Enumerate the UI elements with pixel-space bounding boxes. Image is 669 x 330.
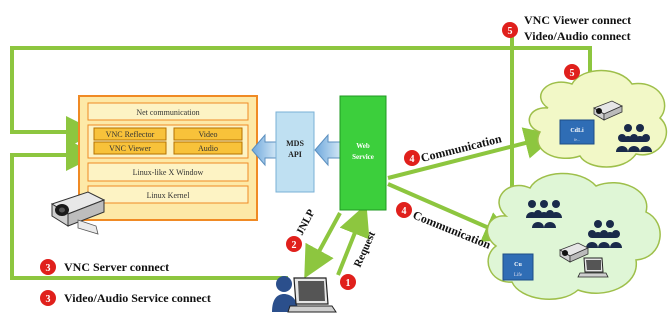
request-arrow — [336, 203, 370, 276]
vnc-viewer-connect-line — [10, 46, 592, 148]
video-audio-service-connect-label: Video/Audio Service connect — [64, 291, 211, 305]
step-badge-5-top: 5 — [502, 22, 518, 38]
bottom-cloud-screen-line2: Life — [514, 273, 523, 278]
video-audio-connect-label: Video/Audio connect — [524, 29, 631, 43]
svg-text:5: 5 — [570, 68, 575, 79]
mds-api-line2: API — [288, 150, 302, 159]
api-to-stack-arrow — [251, 133, 277, 167]
svg-text:3: 3 — [46, 294, 51, 305]
svg-text:4: 4 — [402, 206, 407, 217]
vnc-viewer-label: VNC Viewer — [109, 144, 151, 153]
service-to-api-arrow — [314, 133, 341, 167]
mds-api-line1: MDS — [286, 139, 304, 148]
laptop-user-icon — [272, 276, 337, 313]
vnc-viewer-connect-label: VNC Viewer connect — [524, 13, 631, 27]
projector-icon — [50, 191, 106, 235]
web-service-box: Web Service — [339, 95, 387, 211]
bottom-cloud-projector-icon — [559, 242, 589, 263]
step-badge-4-bottom: 4 — [396, 202, 412, 218]
step-badge-3-video-audio: 3 — [40, 290, 56, 306]
svg-text:2: 2 — [292, 240, 297, 251]
bottom-cloud-laptop-icon — [577, 257, 609, 278]
top-cloud-people-icon — [616, 124, 652, 152]
linux-kernel-label: Linux Kernel — [147, 191, 191, 200]
step-badge-4-top: 4 — [404, 150, 420, 166]
step-badge-1: 1 — [340, 274, 356, 290]
step-badge-5-cloud: 5 — [564, 64, 580, 80]
step-badge-2: 2 — [286, 236, 302, 252]
top-cloud-projector-icon — [593, 100, 623, 121]
jnlp-arrow — [304, 212, 342, 279]
jnlp-label: JNLP — [294, 207, 318, 237]
vnc-reflector-label: VNC Reflector — [106, 130, 155, 139]
step-badge-3-vnc-server: 3 — [40, 259, 56, 275]
server-stack: Net communication VNC Reflector VNC View… — [78, 95, 258, 221]
top-cloud-screen-line2: fe... — [574, 137, 580, 142]
communication-bottom-label: Communication — [411, 208, 493, 252]
net-communication-label: Net communication — [136, 108, 199, 117]
bottom-cloud-screen-line1: Cu — [514, 262, 522, 268]
mds-api-box: MDS API — [275, 111, 315, 193]
vnc-server-connect-line — [10, 139, 288, 280]
video-label: Video — [198, 130, 217, 139]
top-cloud-screen-line1: CdLi — [570, 128, 584, 134]
top-cloud: CdLi fe... — [528, 69, 667, 168]
svg-text:5: 5 — [508, 26, 513, 37]
web-service-line2: Service — [352, 153, 374, 161]
bottom-cloud-people-icon — [526, 200, 622, 248]
communication-bottom-arrow — [387, 182, 517, 242]
vnc-server-connect-label: VNC Server connect — [64, 260, 169, 274]
linux-x-window-label: Linux-like X Window — [133, 168, 204, 177]
svg-text:3: 3 — [46, 263, 51, 274]
svg-text:1: 1 — [346, 278, 351, 289]
communication-top-arrow — [387, 127, 557, 180]
web-service-line1: Web — [356, 142, 370, 150]
audio-label: Audio — [198, 144, 218, 153]
svg-text:4: 4 — [410, 154, 415, 165]
bottom-cloud: Cu Life — [486, 172, 661, 301]
